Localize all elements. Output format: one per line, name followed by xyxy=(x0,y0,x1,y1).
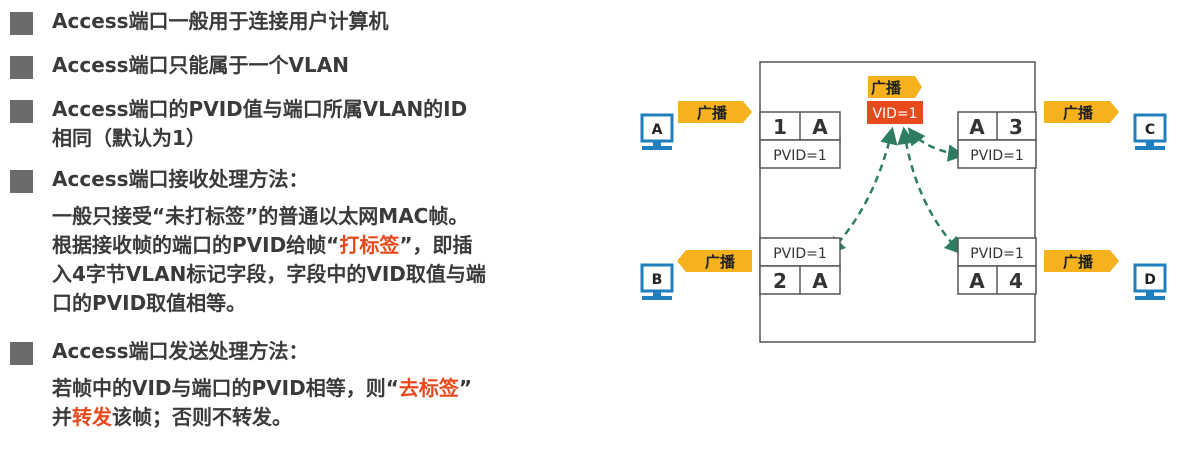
computer-a-icon: A xyxy=(640,113,674,150)
vid-tag: VID=1 xyxy=(867,101,923,124)
bullet-text: Access端口一般用于连接用户计算机 xyxy=(52,9,389,33)
arrow-to-port-4 xyxy=(897,126,963,255)
port-4: PVID=1 A 4 xyxy=(957,237,1037,295)
broadcast-tag: 广播 xyxy=(868,76,922,98)
svg-text:广播: 广播 xyxy=(1063,104,1094,122)
svg-text:2: 2 xyxy=(773,269,787,293)
svg-text:B: B xyxy=(652,272,663,288)
bullet-text: Access端口发送处理方法： xyxy=(52,339,309,363)
computer-d-icon: D xyxy=(1133,263,1167,300)
highlight-text: 打标签 xyxy=(339,233,400,257)
broadcast-tag: 广播 xyxy=(678,101,752,123)
svg-text:广播: 广播 xyxy=(697,104,728,122)
highlight-text: 转发 xyxy=(72,405,112,429)
svg-text:PVID=1: PVID=1 xyxy=(970,148,1024,164)
vlan-diagram: 广播 VID=1 1 A PVID=1 A 3 PVID=1 PVID=1 2 … xyxy=(620,0,1204,448)
port-2: PVID=1 2 A xyxy=(759,237,841,295)
svg-text:A: A xyxy=(812,115,828,139)
svg-text:PVID=1: PVID=1 xyxy=(773,246,827,262)
computer-b-icon: B xyxy=(640,263,674,300)
broadcast-tag: 广播 xyxy=(1044,250,1119,272)
svg-text:广播: 广播 xyxy=(1063,253,1094,271)
highlight-text: 去标签 xyxy=(398,376,459,400)
svg-text:PVID=1: PVID=1 xyxy=(773,148,827,164)
bullet-square xyxy=(10,100,33,123)
svg-text:PVID=1: PVID=1 xyxy=(970,246,1024,262)
broadcast-tag: 广播 xyxy=(677,250,752,272)
svg-text:D: D xyxy=(1144,272,1156,288)
receive-line: 入4字节VLAN标记字段，字段中的VID取值与端 xyxy=(52,262,486,286)
bullet-square xyxy=(10,170,33,193)
receive-line: 一般只接受“未打标签”的普通以太网MAC帧。 xyxy=(52,204,469,228)
bullet-text: Access端口的PVID值与端口所属VLAN的ID xyxy=(52,97,468,121)
receive-line: 根据接收帧的端口的PVID给帧“打标签”，即插 xyxy=(52,233,473,257)
computer-c-icon: C xyxy=(1133,113,1167,150)
port-3: A 3 PVID=1 xyxy=(957,111,1037,169)
svg-text:C: C xyxy=(1145,122,1155,138)
svg-text:A: A xyxy=(969,269,985,293)
svg-text:1: 1 xyxy=(773,115,787,139)
svg-text:VID=1: VID=1 xyxy=(872,106,917,122)
send-line: 并转发该帧；否则不转发。 xyxy=(52,405,292,429)
svg-text:3: 3 xyxy=(1009,115,1023,139)
bullet-square xyxy=(10,56,33,79)
bullet-text: Access端口接收处理方法： xyxy=(52,167,309,191)
port-1: 1 A PVID=1 xyxy=(759,111,841,169)
receive-line: 口的PVID取值相等。 xyxy=(52,291,247,315)
svg-text:广播: 广播 xyxy=(871,79,902,97)
bullet-square xyxy=(10,12,33,35)
broadcast-tag: 广播 xyxy=(1044,101,1119,123)
svg-text:广播: 广播 xyxy=(705,253,736,271)
svg-text:A: A xyxy=(652,122,663,138)
bullet-text: Access端口只能属于一个VLAN xyxy=(52,53,350,77)
svg-text:A: A xyxy=(969,115,985,139)
bullet-square xyxy=(10,342,33,365)
bullet-text: 相同（默认为1） xyxy=(52,126,206,150)
send-line: 若帧中的VID与端口的PVID相等，则“去标签” xyxy=(52,376,473,400)
svg-text:A: A xyxy=(812,269,828,293)
svg-text:4: 4 xyxy=(1009,269,1023,293)
